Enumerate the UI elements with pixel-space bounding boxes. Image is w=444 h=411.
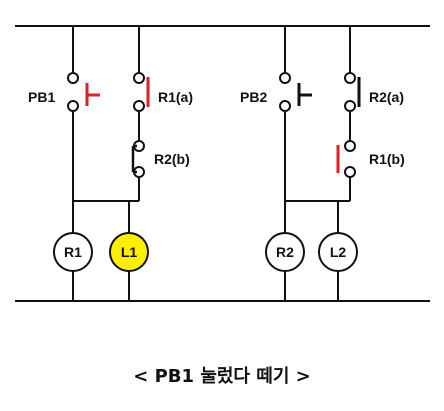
lamp-l1 (109, 232, 149, 272)
pb2-label: PB2 (240, 89, 267, 105)
lamp-l2 (318, 232, 358, 272)
lamp-l1-label: L1 (121, 244, 138, 260)
pb1-pushbutton-symbol (85, 83, 100, 106)
lamp-l2-label: L2 (330, 244, 347, 260)
r2a-label: R2(a) (369, 89, 404, 105)
pb1-label: PB1 (28, 89, 55, 105)
pb1-terminal-top (67, 72, 79, 84)
r1a-label: R1(a) (158, 89, 193, 105)
pb1-terminal-bottom (67, 100, 79, 112)
coil-r1-label: R1 (64, 244, 82, 260)
pb2-pushbutton-symbol (297, 83, 312, 106)
coil-r1 (53, 232, 93, 272)
r1b-label: R1(b) (369, 151, 405, 167)
diagram-caption: < PB1 눌렀다 떼기 > (133, 366, 311, 387)
r2b-label: R2(b) (154, 151, 190, 167)
coil-r2 (265, 232, 305, 272)
coil-r2-label: R2 (276, 244, 294, 260)
r2b-contact-symbol (131, 144, 137, 174)
